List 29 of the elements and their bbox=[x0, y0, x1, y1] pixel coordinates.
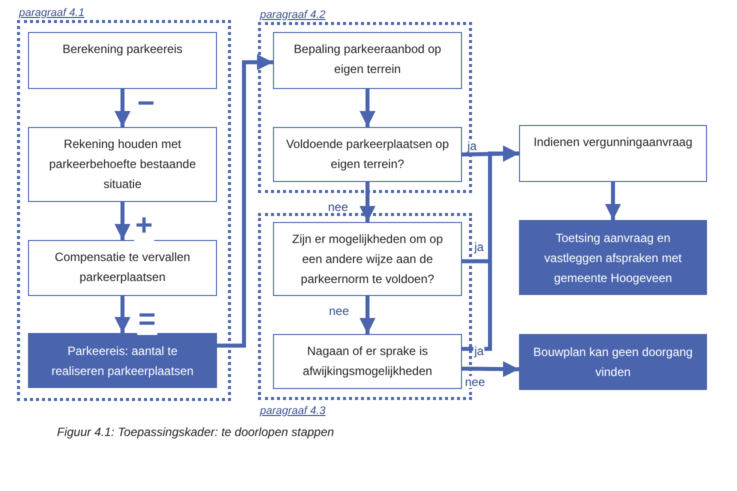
edge-label: ja bbox=[473, 241, 485, 253]
arrow bbox=[605, 182, 621, 220]
process-box: Rekening houden met parkeerbehoefte bestaande situatie bbox=[28, 127, 217, 202]
arrow bbox=[217, 54, 273, 348]
process-box: Berekening parkeereis bbox=[28, 32, 217, 89]
edge-label: ja bbox=[473, 345, 485, 357]
arrow bbox=[360, 182, 376, 222]
group-heading: paragraaf 4.1 bbox=[19, 6, 84, 20]
filled-process-box: Parkeereis: aantal te realiseren parkeerplaatsen bbox=[28, 333, 217, 388]
group-heading: paragraaf 4.2 bbox=[260, 8, 326, 22]
process-box: Nagaan of er sprake is afwijkingsmogelijkheden bbox=[273, 334, 462, 389]
process-box: Compensatie te vervallen parkeerplaatsen bbox=[28, 240, 217, 296]
arrow bbox=[360, 296, 376, 334]
process-box: Indienen vergunningaanvraag bbox=[519, 125, 707, 182]
filled-process-box: Bouwplan kan geen doorgang vinden bbox=[519, 334, 707, 390]
arrow bbox=[114, 296, 130, 333]
group-heading: paragraaf 4.3 bbox=[260, 404, 326, 418]
figure-caption: Figuur 4.1: Toepassingskader: te doorlopen stappen bbox=[57, 424, 334, 441]
dotted-group bbox=[17, 6, 231, 401]
arrow bbox=[462, 361, 520, 378]
arrow bbox=[114, 89, 130, 127]
arrow bbox=[114, 202, 130, 240]
edge-label: ja bbox=[466, 140, 478, 152]
process-box: Voldoende parkeerplaatsen op eigen terrein? bbox=[273, 127, 462, 182]
edge-label: nee bbox=[464, 376, 486, 388]
filled-process-box: Toetsing aanvraag en vastleggen afspraken met gemeente Hoogeveen bbox=[519, 220, 707, 295]
process-box: Zijn er mogelijkheden om op een andere wijze aan de parkeernorm te voldoen? bbox=[273, 222, 462, 296]
arrow bbox=[360, 89, 376, 127]
process-box: Bepaling parkeeraanbod op eigen terrein bbox=[273, 32, 462, 89]
